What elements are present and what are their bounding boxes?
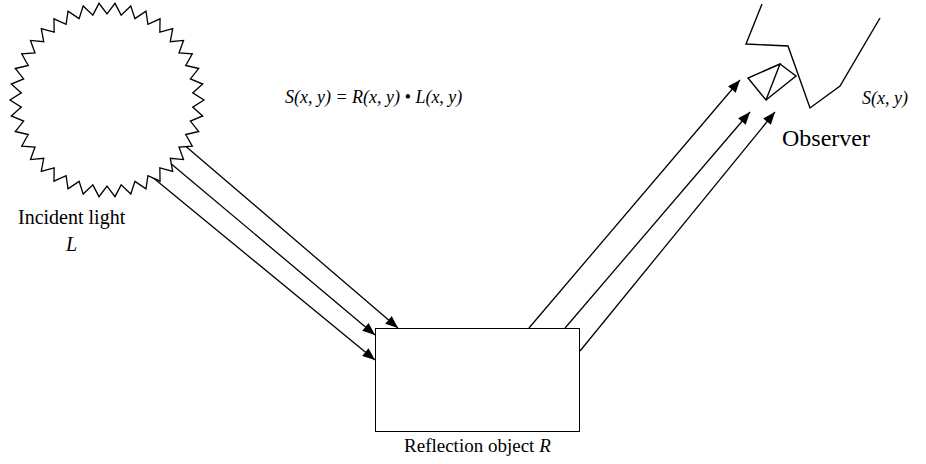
light-ray-arrow bbox=[151, 176, 375, 360]
source-label: Incident light bbox=[18, 205, 125, 229]
camera-icon bbox=[746, 4, 880, 108]
light-ray-arrow bbox=[183, 144, 398, 328]
symbol-label: R bbox=[539, 435, 551, 458]
light-ray-arrow bbox=[169, 162, 375, 335]
light-ray-arrow bbox=[580, 112, 775, 351]
light-source: Incident lightL bbox=[8, 2, 206, 198]
observer-camera: S(x, y)Observer bbox=[740, 0, 885, 112]
light-ray-arrow bbox=[565, 112, 750, 328]
observer-label: Observer bbox=[782, 124, 870, 153]
formula-label: S(x, y) = R(x, y) • L(x, y) bbox=[285, 87, 462, 109]
object-label: Reflection object bbox=[404, 435, 534, 458]
camera-icon bbox=[748, 64, 780, 100]
object-box: Reflection objectR bbox=[375, 328, 580, 432]
sun-outline bbox=[10, 3, 204, 196]
camera-icon bbox=[766, 64, 796, 100]
symbol-label: L bbox=[66, 232, 77, 256]
light-ray-arrow bbox=[529, 80, 740, 328]
label-row: Reflection objectR bbox=[376, 435, 579, 458]
signal-label: S(x, y) bbox=[862, 88, 908, 110]
sun-outline bbox=[8, 2, 206, 198]
